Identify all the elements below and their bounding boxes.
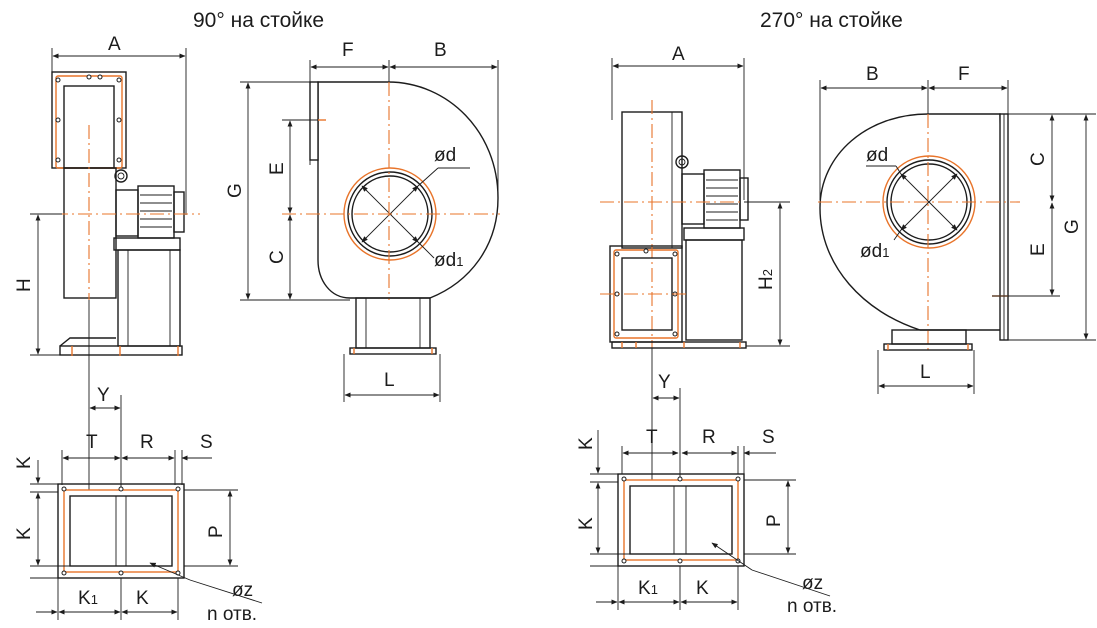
dim-label-d-right: ød [866,145,888,166]
dim-label-z-left: øz [232,580,253,601]
dim-label-k-left-bottom: K [136,588,149,609]
dim-label-l-left: L [384,370,395,391]
dim-label-z-right: øz [802,573,823,594]
dim-label-p-left: P [206,525,227,538]
dim-label-k1-right-sub: 1 [651,582,658,597]
dim-label-a-left: A [108,34,121,55]
dim-label-k-left-mid: K [14,527,35,540]
dim-label-r-left: R [140,432,154,453]
dim-label-l-right: L [920,362,931,383]
dim-label-holes-left: n отв. [207,604,257,625]
dim-label-d1-right-main: ød [860,241,882,262]
dim-label-g-right: G [1062,219,1083,234]
left-flange-view: T R S K K P K1 K [14,432,263,625]
left-front-view: F B L G [225,40,500,402]
dim-label-e-left: E [267,162,288,175]
dim-label-k-right-mid: K [576,517,597,530]
dim-label-a-right: A [672,44,685,65]
dim-label-k1-left-main: K [78,588,91,609]
dim-label-t-left: T [86,432,98,453]
dim-label-c-right: C [1028,152,1049,166]
dim-label-y-right: Y [658,372,671,393]
dim-label-g-left: G [225,183,246,198]
dim-label-r-right: R [702,427,716,448]
dim-label-holes-right: n отв. [787,596,837,617]
dim-label-k-left-top: K [14,456,35,469]
dim-label-b-left: B [434,40,447,61]
dim-label-f-right: F [958,64,970,85]
dim-label-h2-right: H2 [756,269,777,290]
dim-label-h-left: H [14,278,35,292]
dim-label-d1-left-sub: 1 [456,254,463,269]
right-flange-view: T R S K K P K1 K [576,427,837,617]
dim-label-k1-right-main: K [638,578,651,599]
right-front-view: B F L C E G [818,64,1096,394]
dim-label-t-right: T [646,427,658,448]
dim-label-k1-left: K1 [78,588,98,609]
dim-label-d-left: ød [434,145,456,166]
dim-label-s-right: S [762,427,775,448]
title-90-on-stand: 90° на стойке [193,9,324,32]
dim-label-c-left: C [267,250,288,264]
dim-label-d1-right-sub: 1 [882,245,889,260]
dim-label-p-right: P [764,514,785,527]
dim-label-y-left: Y [97,385,110,406]
dim-label-d1-left: ød1 [434,250,463,271]
dim-label-b-right: B [866,64,879,85]
right-side-view: A [600,44,790,480]
dim-label-e-right: E [1028,243,1049,256]
dim-label-k-right-top: K [576,437,597,450]
dim-label-f-left: F [342,40,354,61]
dim-label-k-right-bottom: K [696,578,709,599]
dim-label-h2-main: H [756,276,777,290]
left-side-view: A [14,34,200,490]
dim-label-d1-left-main: ød [434,250,456,271]
title-270-on-stand: 270° на стойке [760,9,903,32]
dim-label-d1-right: ød1 [860,241,889,262]
dim-label-s-left: S [200,432,213,453]
dim-label-k1-left-sub: 1 [91,592,98,607]
dim-label-k1-right: K1 [638,578,658,599]
dim-label-h2-sub: 2 [760,269,775,276]
